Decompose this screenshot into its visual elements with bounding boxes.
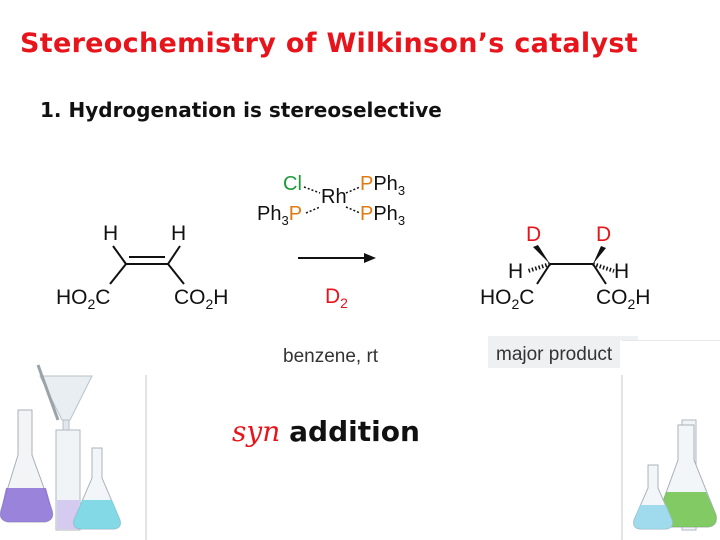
product-d-right: D xyxy=(596,223,611,246)
catalyst-rh: Rh xyxy=(321,186,347,208)
bond xyxy=(167,245,181,265)
catalyst-ph3p-left: Ph3P xyxy=(257,203,302,228)
reactant-ho2c-label: HO2C xyxy=(56,286,110,312)
dashed-bond xyxy=(345,206,361,214)
product-label: major product xyxy=(496,344,613,365)
lab-glassware-right-image xyxy=(620,340,720,540)
slide-subtitle: 1. Hydrogenation is stereoselective xyxy=(40,98,442,122)
reactant-molecule: H H HO2C CO2H xyxy=(56,222,228,312)
reaction-conditions: benzene, rt xyxy=(283,346,379,367)
product-label-background xyxy=(488,336,638,368)
reactant-co2h-label: CO2H xyxy=(174,286,228,312)
product-h-left: H xyxy=(508,260,523,283)
hashed-bond xyxy=(592,262,615,273)
reactant-h-left: H xyxy=(103,222,118,245)
slide-title: Stereochemistry of Wilkinson’s catalyst xyxy=(20,28,638,59)
syn-addition-caption: syn addition xyxy=(232,415,420,448)
dashed-bond xyxy=(305,206,321,214)
product-co2h-label: CO2H xyxy=(596,286,650,312)
addition-word: addition xyxy=(289,415,420,448)
dashed-bond xyxy=(303,186,321,194)
catalyst-pph3-bottom: PPh3 xyxy=(360,203,405,228)
bond xyxy=(592,263,607,285)
bond xyxy=(112,245,127,265)
dashed-bond xyxy=(345,186,361,194)
bond xyxy=(536,263,551,285)
bond xyxy=(167,263,185,285)
wilkinson-catalyst: Cl Rh PPh3 Ph3P PPh3 xyxy=(257,173,405,228)
reaction-scheme: H H HO2C CO2H Cl Rh PPh3 Ph3P PPh3 D2 be… xyxy=(56,173,650,368)
catalyst-cl: Cl xyxy=(283,173,302,195)
product-h-right: H xyxy=(614,260,629,283)
lab-glassware-left-image xyxy=(0,360,150,540)
wedge-bond xyxy=(593,246,606,264)
hashed-bond xyxy=(527,262,551,273)
reactant-h-right: H xyxy=(171,222,186,245)
product-d-left: D xyxy=(526,223,541,246)
syn-word: syn xyxy=(232,415,281,448)
product-ho2c-label: HO2C xyxy=(480,286,534,312)
reaction-arrow xyxy=(298,253,376,263)
wedge-bond xyxy=(533,245,550,264)
product-molecule: D D H H HO2C CO2H xyxy=(480,223,650,312)
reagent-d2: D2 xyxy=(325,285,348,311)
catalyst-pph3-top: PPh3 xyxy=(360,173,405,198)
bond xyxy=(109,263,127,285)
